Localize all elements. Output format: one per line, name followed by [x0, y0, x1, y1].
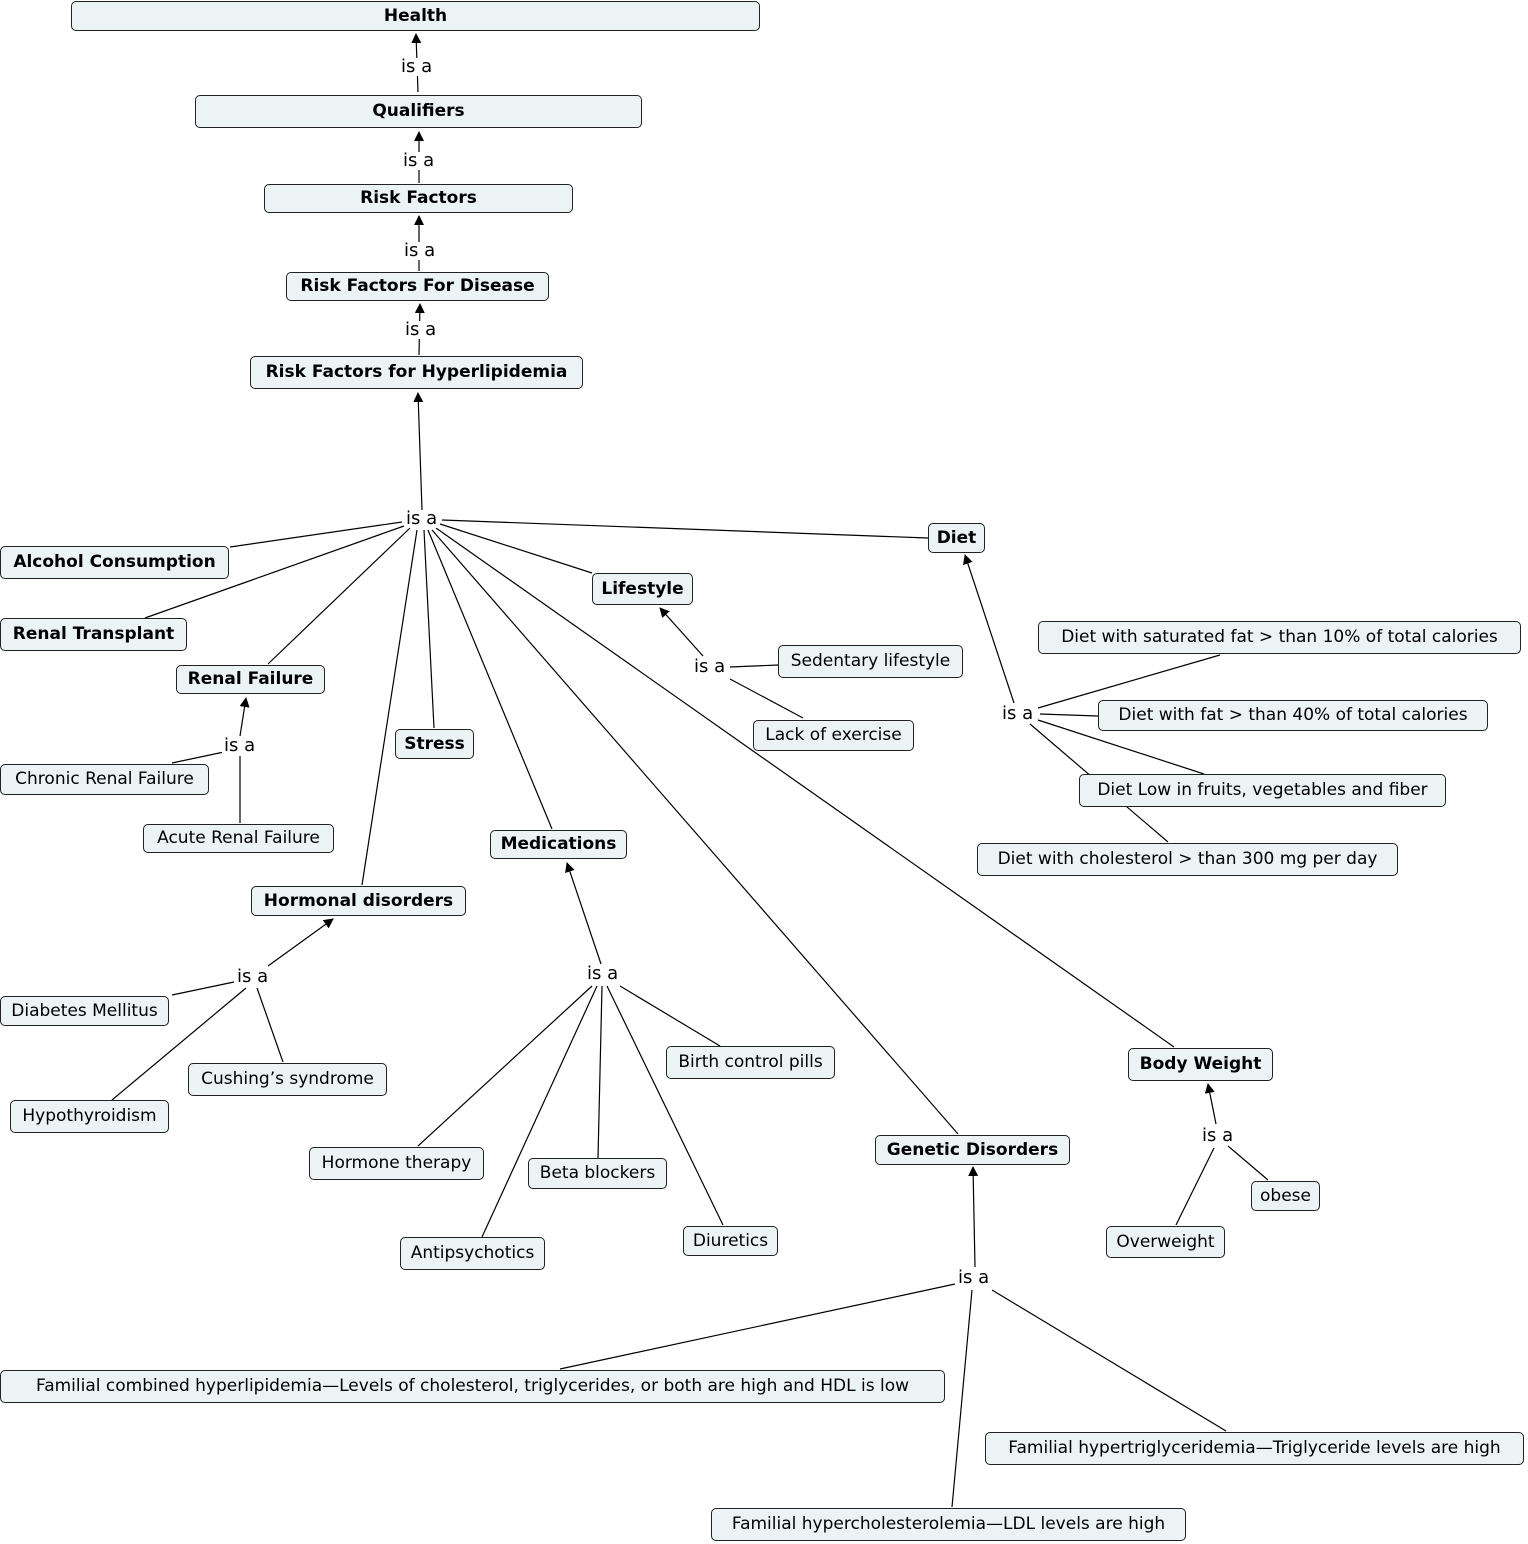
- link-betablockers-isa: [597, 985, 603, 1159]
- node-chronic-renal-failure[interactable]: Chronic Renal Failure: [0, 764, 209, 795]
- node-beta-blockers[interactable]: Beta blockers: [528, 1158, 667, 1189]
- link-medications-hub: [427, 529, 553, 830]
- node-obese[interactable]: obese: [1251, 1181, 1320, 1211]
- node-lack-of-exercise[interactable]: Lack of exercise: [753, 720, 914, 751]
- link-antipsychotics-isa: [481, 985, 598, 1238]
- node-acute-renal-failure[interactable]: Acute Renal Failure: [143, 824, 334, 853]
- link-cushings-isa: [256, 987, 284, 1063]
- link-label: is a: [235, 966, 271, 987]
- node-diet-cholesterol[interactable]: Diet with cholesterol > than 300 mg per …: [977, 843, 1398, 876]
- node-lifestyle[interactable]: Lifestyle: [592, 573, 693, 605]
- link-diet-isa: [963, 554, 1015, 704]
- node-hormone-therapy[interactable]: Hormone therapy: [309, 1147, 484, 1180]
- link-renalfailure-hub: [267, 527, 411, 665]
- link-hormonal-isa: [267, 918, 334, 967]
- node-health[interactable]: Health: [71, 1, 760, 31]
- node-stress[interactable]: Stress: [395, 729, 474, 759]
- link-famcombined-isa: [559, 1283, 956, 1370]
- node-familial-combined-hyperlipidemia[interactable]: Familial combined hyperlipidemia—Levels …: [0, 1370, 945, 1403]
- link-hormonetherapy-isa: [417, 985, 593, 1147]
- link-label: is a: [399, 56, 435, 77]
- link-exercise-isa: [729, 678, 804, 719]
- link-dietsat-isa: [1037, 654, 1221, 709]
- node-medications[interactable]: Medications: [490, 830, 627, 859]
- link-famhyperchol-isa: [951, 1289, 973, 1508]
- node-diet-saturated-fat[interactable]: Diet with saturated fat > than 10% of to…: [1038, 621, 1521, 654]
- node-cushings-syndrome[interactable]: Cushing’s syndrome: [188, 1063, 387, 1096]
- link-medications-isa: [565, 862, 602, 965]
- node-renal-failure[interactable]: Renal Failure: [176, 665, 325, 694]
- node-overweight[interactable]: Overweight: [1106, 1226, 1225, 1258]
- node-genetic-disorders[interactable]: Genetic Disorders: [875, 1135, 1070, 1165]
- link-sedentary-isa: [729, 664, 779, 668]
- link-label: is a: [222, 735, 258, 756]
- link-label: is a: [401, 150, 437, 171]
- link-renal-isa: [239, 697, 250, 737]
- link-alcohol-hub: [229, 521, 403, 548]
- link-label: is a: [692, 656, 728, 677]
- node-risk-factors[interactable]: Risk Factors: [264, 184, 573, 213]
- link-lifestyle-isa: [659, 607, 704, 657]
- node-sedentary-lifestyle[interactable]: Sedentary lifestyle: [778, 645, 963, 678]
- node-diet-fat[interactable]: Diet with fat > than 40% of total calori…: [1098, 700, 1488, 731]
- node-hypothyroidism[interactable]: Hypothyroidism: [10, 1100, 169, 1133]
- link-bodyweight-isa: [1204, 1083, 1217, 1125]
- link-diuretics-isa: [606, 985, 724, 1226]
- link-label: is a: [585, 963, 621, 984]
- link-label: is a: [1200, 1125, 1236, 1146]
- node-risk-factors-hyperlipidemia[interactable]: Risk Factors for Hyperlipidemia: [250, 356, 583, 389]
- node-antipsychotics[interactable]: Antipsychotics: [400, 1237, 545, 1270]
- link-bodyweight-hub: [435, 527, 1175, 1048]
- link-chronic-renal: [171, 751, 225, 764]
- link-hormonal-hub: [361, 529, 418, 886]
- link-obese-isa: [1227, 1145, 1269, 1181]
- link-birthcontrol-isa: [619, 985, 721, 1047]
- node-diabetes-mellitus[interactable]: Diabetes Mellitus: [0, 996, 169, 1026]
- link-lifestyle-hub: [439, 523, 593, 574]
- link-genetic-isa: [968, 1166, 979, 1268]
- link-diet-hub: [441, 519, 929, 539]
- link-overweight-isa: [1175, 1147, 1215, 1226]
- link-dietlow-isa: [1037, 719, 1205, 775]
- node-hormonal-disorders[interactable]: Hormonal disorders: [251, 886, 466, 916]
- node-diet-low-fiber[interactable]: Diet Low in fruits, vegetables and fiber: [1079, 774, 1446, 807]
- link-label: is a: [956, 1267, 992, 1288]
- link-diabetes-isa: [171, 981, 235, 996]
- link-label: is a: [402, 240, 438, 261]
- link-label: is a: [403, 319, 439, 340]
- link-hypothyroid-isa: [111, 987, 247, 1101]
- link-famhypertri-isa: [991, 1289, 1227, 1432]
- node-diuretics[interactable]: Diuretics: [683, 1226, 778, 1256]
- link-label: is a: [404, 508, 440, 529]
- link-stress-hub: [423, 529, 435, 729]
- node-body-weight[interactable]: Body Weight: [1128, 1048, 1273, 1081]
- node-familial-hypertriglyceridemia[interactable]: Familial hypertriglyceridemia—Triglyceri…: [985, 1432, 1524, 1465]
- node-renal-transplant[interactable]: Renal Transplant: [0, 618, 187, 651]
- node-birth-control-pills[interactable]: Birth control pills: [666, 1046, 835, 1079]
- node-qualifiers[interactable]: Qualifiers: [195, 95, 642, 128]
- node-familial-hypercholesterolemia[interactable]: Familial hypercholesterolemia—LDL levels…: [711, 1508, 1186, 1541]
- link-hub-hyper: [413, 392, 424, 511]
- node-alcohol-consumption[interactable]: Alcohol Consumption: [0, 546, 229, 579]
- link-genetic-hub: [431, 529, 959, 1135]
- link-label: is a: [1000, 703, 1036, 724]
- link-dietfat-isa: [1039, 713, 1099, 717]
- node-risk-factors-for-disease[interactable]: Risk Factors For Disease: [286, 272, 549, 301]
- link-transplant-hub: [144, 525, 405, 619]
- node-diet[interactable]: Diet: [928, 523, 985, 553]
